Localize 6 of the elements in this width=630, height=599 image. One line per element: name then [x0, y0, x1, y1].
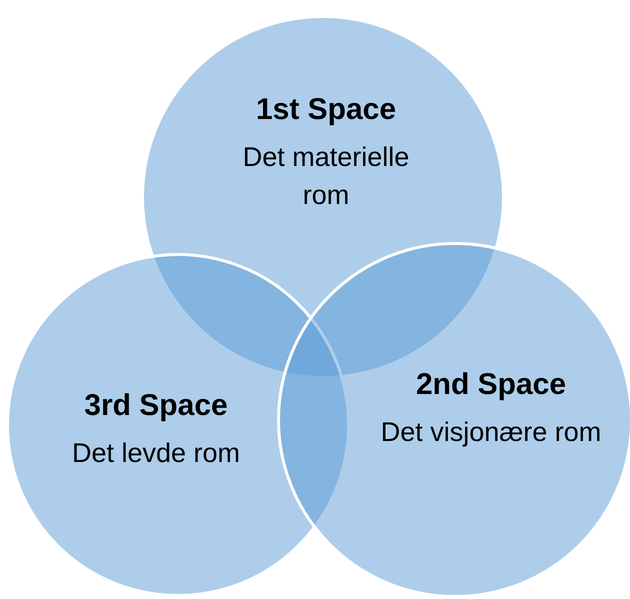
circle-title: 1st Space — [256, 92, 396, 128]
circle-text: Det visjonære rom — [380, 416, 602, 449]
circle-text: Det levde rom — [72, 437, 240, 470]
circle-title: 2nd Space — [416, 367, 566, 403]
circle-title: 3rd Space — [84, 388, 228, 424]
circle-text: Det materielle rom — [242, 141, 410, 212]
